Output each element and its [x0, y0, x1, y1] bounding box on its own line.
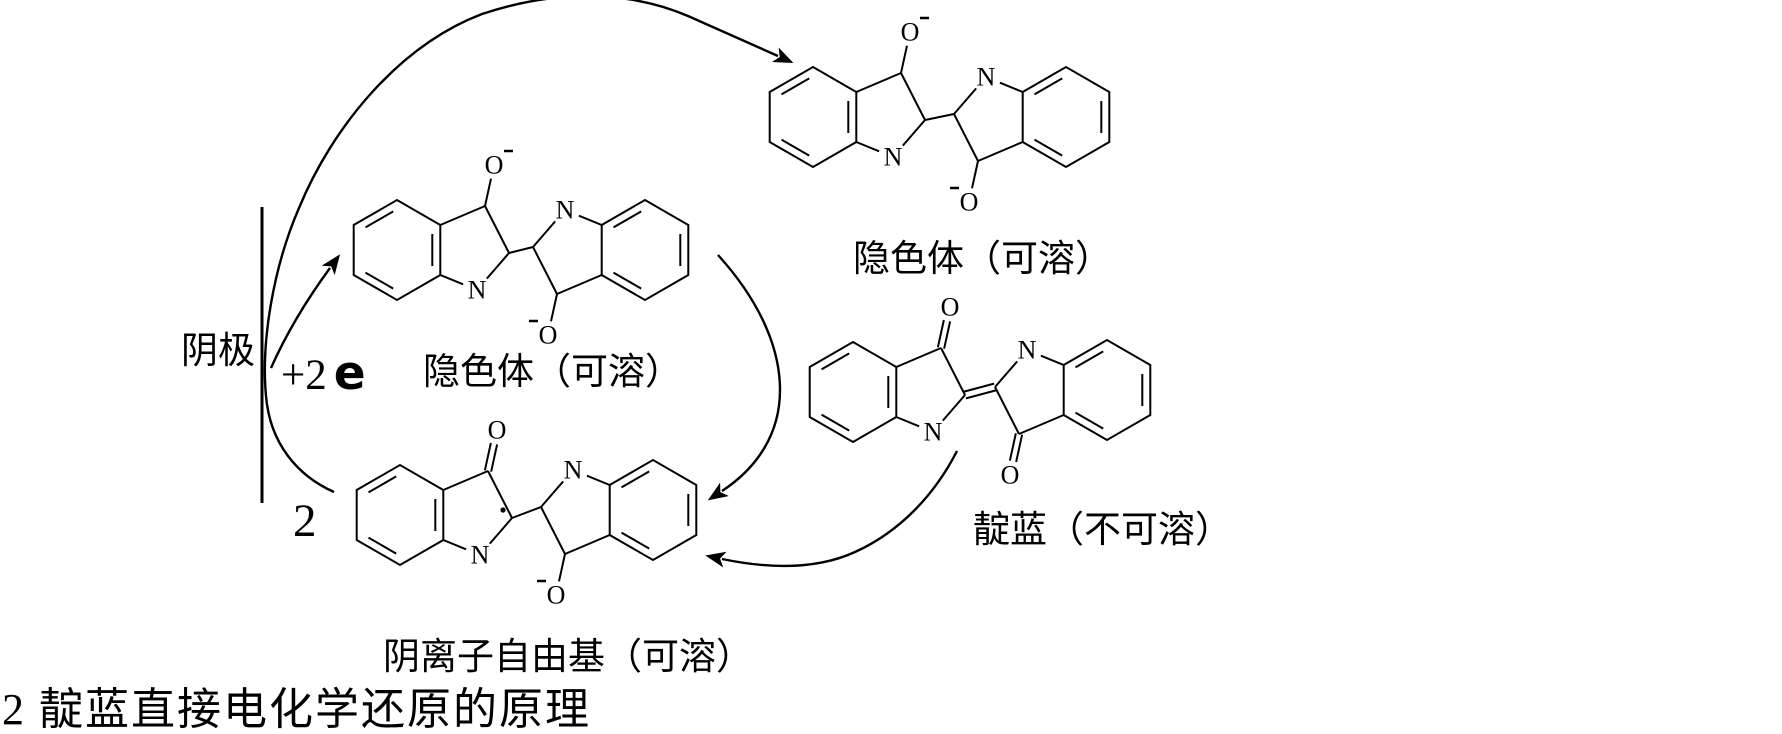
arrow-electrode-to-leuco-top [263, 0, 794, 494]
structure-leuco-top: N N O O [768, 16, 1111, 217]
oxygen-atom-label: O [901, 18, 920, 47]
structure-leuco-mid: N N O O [352, 149, 690, 350]
cathode-label: 阴极 [181, 331, 255, 372]
structure-anion-radical: N N O O [355, 416, 698, 610]
electron-symbol: e [333, 346, 366, 401]
nitrogen-atom-label: N [564, 456, 583, 485]
nitrogen-atom-label: N [556, 196, 575, 225]
leuco-top-label: 隐色体（可溶） [853, 239, 1112, 280]
oxygen-atom-label: O [488, 416, 507, 445]
nitrogen-atom-label: N [977, 63, 996, 92]
oxygen-atom-label: O [547, 581, 566, 610]
nitrogen-atom-label: N [884, 143, 903, 172]
structure-indigo: N N O O [808, 293, 1152, 490]
arrow-indigo-to-radical [705, 450, 959, 568]
arrow-leuco-mid-to-radical [707, 254, 782, 501]
nitrogen-atom-label: N [471, 541, 490, 570]
nitrogen-atom-label: N [1018, 336, 1037, 365]
indigo-label: 靛蓝（不可溶） [973, 510, 1232, 551]
oxygen-atom-label: O [485, 151, 504, 180]
figure-caption: 2 靛蓝直接电化学还原的原理 [2, 685, 591, 734]
oxygen-atom-label: O [539, 321, 558, 350]
leuco-mid-label: 隐色体（可溶） [423, 352, 682, 393]
oxygen-atom-label: O [960, 188, 979, 217]
electron-count: +2 [281, 352, 327, 399]
arrow-electrode-to-leuco-mid [269, 254, 341, 369]
oxygen-atom-label: O [1001, 461, 1020, 490]
nitrogen-atom-label: N [468, 276, 487, 305]
anion-radical-label: 阴离子自由基（可溶） [383, 637, 753, 678]
nitrogen-atom-label: N [924, 418, 943, 447]
oxygen-atom-label: O [941, 293, 960, 322]
stoichiometric-coefficient: 2 [293, 495, 317, 547]
